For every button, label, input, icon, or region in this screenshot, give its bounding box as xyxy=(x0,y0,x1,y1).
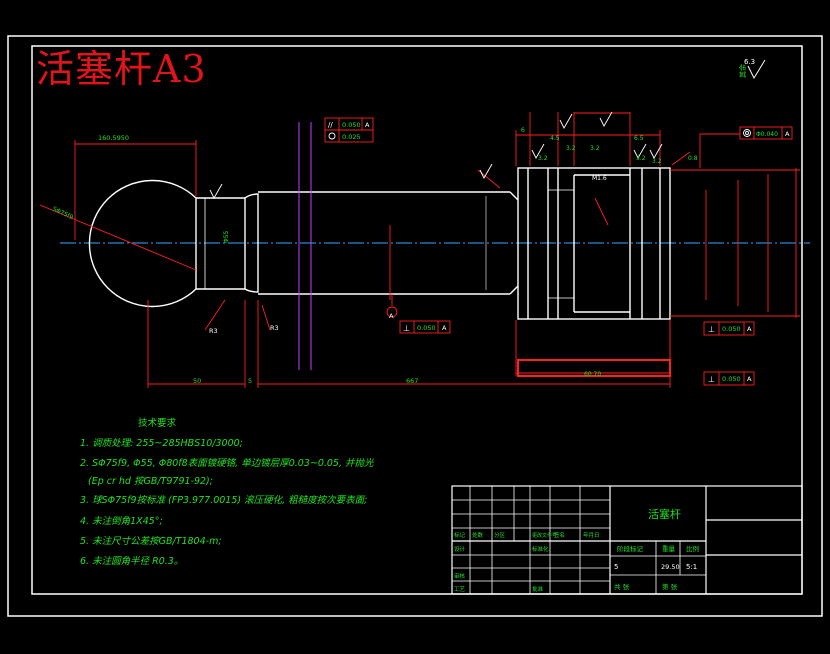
outer-frame xyxy=(7,35,823,617)
perp-left-datum: A xyxy=(442,324,447,332)
roughness-c: 3.2 xyxy=(590,145,600,152)
dim-small: 5 xyxy=(248,377,252,385)
perp-right-top-datum: A xyxy=(747,325,752,333)
tb-review: 审核 xyxy=(454,572,466,580)
title-qty: 5 xyxy=(614,563,618,571)
tb-zone: 分区 xyxy=(494,531,506,539)
coaxiality-value: Φ0.040 xyxy=(756,131,778,138)
roughness-d: 3.2 xyxy=(636,155,646,162)
note-line-7: 6. 未注圆角半径 R0.3。 xyxy=(80,556,184,567)
svg-text:⊥: ⊥ xyxy=(708,375,715,384)
inner-frame xyxy=(31,45,803,595)
tb-design: 设计 xyxy=(454,545,466,553)
title-scale-value: 5:1 xyxy=(686,563,697,571)
parallelism-value: 0.050 xyxy=(342,121,361,129)
tb-process: 工艺 xyxy=(454,586,466,593)
piston-section xyxy=(517,167,671,320)
perp-right-bot-value: 0.050 xyxy=(722,375,741,383)
perp-left-value: 0.050 xyxy=(417,324,436,332)
perp-frame-left xyxy=(399,320,451,334)
dim-overall-left: 50 xyxy=(193,377,201,385)
dim-groove: M1.6 xyxy=(592,175,607,182)
dim-overall-long: 667 xyxy=(406,377,418,385)
dim-tl-65: 6.5 xyxy=(634,135,644,142)
slot-dimension-box xyxy=(517,359,671,377)
title-weight-value: 29.50 xyxy=(661,563,680,571)
tb-approve: 批准 xyxy=(532,585,544,593)
dim-tl-6: 6 xyxy=(521,127,525,134)
svg-text:⊥: ⊥ xyxy=(403,324,410,333)
parallelism-datum: A xyxy=(365,121,370,129)
roughness-a: 3.2 xyxy=(538,155,548,162)
title-stage-label: 阶段标记 xyxy=(617,544,644,553)
parallelism-frame xyxy=(324,117,374,143)
title-scale-label: 比例 xyxy=(686,544,699,553)
note-line-1: 1. 调质处理: 255~285HBS10/3000; xyxy=(80,438,243,449)
note-line-4: 3. 球SΦ75f9按标准 (FP3.977.0015) 滚压硬化, 粗糙度按次… xyxy=(80,495,368,506)
tb-standard: 标准化 xyxy=(532,545,549,553)
rod-shank xyxy=(258,191,519,295)
svg-text:6.3: 6.3 xyxy=(744,58,755,66)
roughness-f: 3.2 xyxy=(652,158,662,165)
ball-head xyxy=(88,179,259,308)
dim-r3a: R3 xyxy=(209,327,218,335)
parallel-symbol: // xyxy=(328,121,333,129)
svg-text:⊥: ⊥ xyxy=(708,325,715,334)
note-line-3: (Ep cr hd 按GB/T9791-92); xyxy=(88,476,213,487)
datum-label: A xyxy=(389,312,394,320)
watermark-title: 活塞杆A3 xyxy=(36,47,207,91)
dim-tl-45: 4.5 xyxy=(550,135,560,142)
dim-ball-top: 160.5950 xyxy=(98,134,129,142)
coaxiality-frame xyxy=(739,126,793,140)
dim-shank: Φ55 xyxy=(223,230,230,243)
perp-frame-right-bot xyxy=(703,371,755,386)
perp-frame-right-top xyxy=(703,321,755,336)
title-block xyxy=(451,485,803,595)
roughness-symbols xyxy=(209,111,663,199)
title-sheet-no: 第 张 xyxy=(662,582,678,591)
roundness-value: 0.025 xyxy=(342,133,361,141)
dim-slot-length: 60.70 xyxy=(584,371,601,378)
perp-right-bot-datum: A xyxy=(747,375,752,383)
perp-right-top-value: 0.050 xyxy=(722,325,741,333)
roughness-e: 0.8 xyxy=(688,155,698,162)
tb-change: 更改文件号 xyxy=(532,532,557,539)
tb-count: 处数 xyxy=(472,531,484,539)
title-weight-label: 重量 xyxy=(662,545,676,553)
note-line-2: 2. SΦ75f9, Φ55, Φ80f8表面镀硬铬, 单边镀层厚0.03~0.… xyxy=(80,458,374,469)
title-sheet-count: 共 张 xyxy=(614,582,630,591)
dim-sphere: SΦ75f9 xyxy=(51,205,74,221)
svg-text:其余: 其余 xyxy=(738,64,747,78)
tb-mark: 标记 xyxy=(454,531,466,539)
note-line-6: 5. 未注尺寸公差按GB/T1804-m; xyxy=(80,536,222,547)
tb-sign: 签名 xyxy=(554,531,565,539)
roughness-b: 3.2 xyxy=(566,145,576,152)
title-part-name: 活塞杆 xyxy=(648,507,681,521)
notes-title: 技术要求 xyxy=(138,418,177,429)
note-line-5: 4. 未注倒角1X45°; xyxy=(80,516,163,527)
coaxiality-datum: A xyxy=(785,130,790,138)
red-dimensions xyxy=(39,112,800,388)
tb-date: 年月日 xyxy=(583,531,600,539)
general-roughness-mark: 其余 6.3 xyxy=(738,58,766,80)
dim-r3b: R3 xyxy=(270,324,279,332)
